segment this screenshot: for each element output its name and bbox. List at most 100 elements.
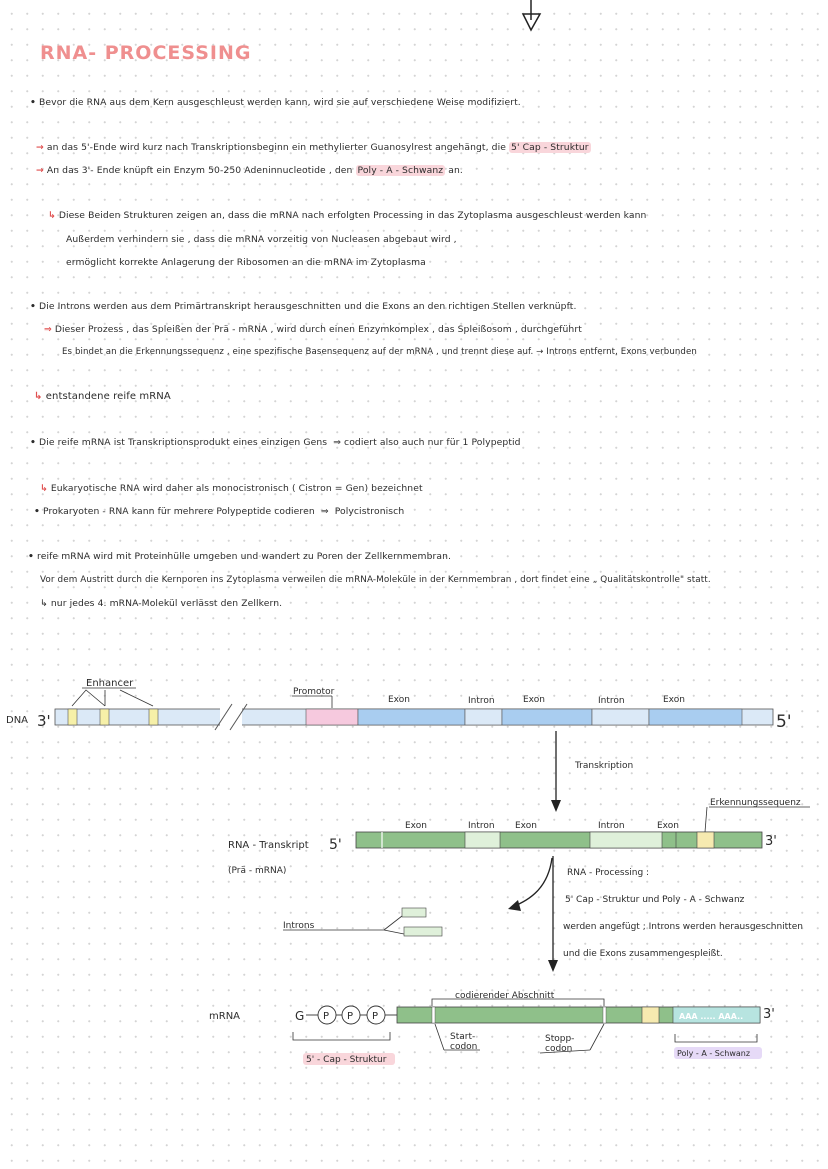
dna-right-end: 5'	[776, 712, 792, 732]
rna-strand	[355, 831, 763, 849]
note-line: ↳ entstandene reife mRNA	[34, 391, 171, 402]
intron-label: Intron	[468, 821, 495, 831]
mrna-right-end: 3'	[763, 1007, 775, 1022]
phosphate-circle	[341, 1005, 361, 1025]
removed-intron-box	[403, 926, 443, 937]
dna-left-end: 3'	[37, 712, 51, 730]
note-line: • reife mRNA wird mit Proteinhülle umgeb…	[28, 551, 452, 562]
rna-label: RNA - Transkript	[228, 840, 309, 851]
double-arrow-icon: ⇒	[330, 437, 342, 448]
recognition-label: Erkennungssequenz	[710, 798, 801, 808]
cap-g-label: G	[295, 1009, 304, 1023]
note-text: Bevor die RNA aus dem Kern ausgeschleust…	[39, 97, 521, 108]
dna-strand	[54, 708, 774, 726]
removed-intron-box	[401, 907, 427, 918]
note-text: Die reife mRNA ist Transkriptionsprodukt…	[39, 437, 328, 448]
promotor-box	[305, 708, 359, 726]
note-text: Vor dem Austritt durch die Kernporen ins…	[40, 575, 711, 585]
cap-highlight	[303, 1053, 395, 1065]
enhancer-box	[67, 708, 78, 726]
rna-left-end: 5'	[329, 837, 342, 853]
note-line: ↳ nur jedes 4. mRNA-Molekül verlässt den…	[40, 598, 282, 609]
note-line: ↳ Eukaryotische RNA wird daher als monoc…	[40, 483, 423, 494]
recognition-sequence-box	[696, 831, 715, 849]
double-arrow-icon: ⇒	[44, 324, 52, 335]
poly-a-text: AAA ..... AAA..	[679, 1012, 743, 1021]
arrow-icon: →	[36, 165, 44, 176]
note-line: Außerdem verhindern sie , dass die mRNA …	[66, 234, 457, 245]
note-text: nur jedes 4. mRNA-Molekül verlässt den Z…	[50, 598, 283, 609]
stop-codon-label: codon	[545, 1044, 572, 1054]
intron-label: Intron	[598, 696, 625, 706]
polya-highlight	[674, 1047, 762, 1059]
note-text: entstandene reife mRNA	[45, 391, 171, 402]
note-text: Polycistronisch	[334, 506, 405, 517]
note-line: ⇒ Dieser Prozess , das Spleißen der Prä …	[44, 324, 582, 335]
note-line: → an das 5'-Ende wird kurz nach Transkri…	[36, 142, 591, 153]
introns-label: Introns	[283, 921, 315, 931]
intron-box	[591, 708, 650, 726]
note-line: Vor dem Austritt durch die Kernporen ins…	[40, 575, 711, 585]
note-text: Die Introns werden aus dem Primärtranskr…	[39, 301, 577, 312]
enhancer-box	[148, 708, 159, 726]
exon-label: Exon	[405, 821, 427, 831]
note-line: → An das 3'- Ende knüpft ein Enzym 50-25…	[36, 165, 463, 176]
poly-a-tail	[672, 1006, 761, 1024]
note-text: Eukaryotische RNA wird daher als monocis…	[50, 483, 423, 494]
pre-mrna-label: (Prä - mRNA)	[228, 866, 286, 876]
start-codon-label: codon	[450, 1042, 477, 1052]
note-text: Prokaryoten - RNA kann für mehrere Polyp…	[43, 506, 315, 517]
doodle-icon	[521, 0, 542, 32]
processing-text: 5' Cap - Struktur und Poly - A - Schwanz	[565, 895, 745, 905]
subarrow-icon: ↳	[48, 210, 56, 221]
exon-label: Exon	[663, 695, 685, 705]
note-text: ermöglicht korrekte Anlagerung der Ribos…	[66, 257, 426, 268]
note-text: Es bindet an die Erkennungssequenz , ein…	[62, 347, 697, 357]
exon-label: Exon	[515, 821, 537, 831]
processing-text: und die Exons zusammengespleißt.	[563, 949, 723, 959]
note-text: codiert also auch nur für 1 Polypeptid	[344, 437, 521, 448]
mrna-strand	[396, 1006, 761, 1024]
stop-codon-label: Stopp-	[545, 1034, 574, 1044]
exon-label: Exon	[388, 695, 410, 705]
highlight-polya: Poly - A - Schwanz	[355, 165, 446, 176]
phosphate-circle	[317, 1005, 337, 1025]
processing-text: RNA - Processing :	[567, 868, 649, 878]
processing-text: werden angefügt ; Introns werden herausg…	[563, 922, 803, 932]
note-text: an das 5'-Ende wird kurz nach Transkript…	[46, 142, 507, 153]
exon-box	[357, 708, 466, 726]
note-text: Dieser Prozess , das Spleißen der Prä - …	[54, 324, 582, 335]
intron-label: Intron	[598, 821, 625, 831]
dna-label: DNA	[6, 715, 28, 726]
note-line: • Die Introns werden aus dem Primärtrans…	[30, 301, 577, 312]
note-text: Diese Beiden Strukturen zeigen an, dass …	[58, 210, 647, 221]
intron-box	[464, 831, 501, 849]
subarrow-icon: ↳	[40, 598, 48, 609]
note-text: An das 3'- Ende knüpft ein Enzym 50-250 …	[46, 165, 353, 176]
intron-label: Intron	[468, 696, 495, 706]
exon-box	[648, 708, 743, 726]
page-title: RNA- PROCESSING	[40, 42, 252, 64]
double-arrow-icon: ⇒	[317, 506, 332, 517]
start-codon-mark	[431, 1006, 436, 1024]
highlight-cap: 5' Cap - Struktur	[509, 142, 591, 153]
subarrow-icon: ↳	[40, 483, 48, 494]
note-text: Außerdem verhindern sie , dass die mRNA …	[66, 234, 457, 245]
note-text: reife mRNA wird mit Proteinhülle umgeben…	[37, 551, 452, 562]
note-line: • Die reife mRNA ist Transkriptionsprodu…	[30, 437, 521, 448]
untranslated-box	[641, 1006, 660, 1024]
start-codon-label: Start-	[450, 1032, 475, 1042]
note-line: Es bindet an die Erkennungssequenz , ein…	[62, 347, 697, 357]
exon-label: Exon	[523, 695, 545, 705]
arrow-icon: →	[36, 142, 44, 153]
stop-codon-mark	[602, 1006, 607, 1024]
note-line: • Bevor die RNA aus dem Kern ausgeschleu…	[30, 97, 521, 108]
intron-removal-arrow	[511, 857, 553, 908]
exon-box	[501, 708, 593, 726]
rna-right-end: 3'	[765, 834, 777, 849]
enhancer-box	[99, 708, 110, 726]
strand-break	[220, 705, 242, 729]
phosphate-label: P	[372, 1011, 378, 1022]
enhancer-label: Enhancer	[86, 678, 134, 689]
polya-label: Poly - A - Schwanz	[677, 1049, 750, 1058]
